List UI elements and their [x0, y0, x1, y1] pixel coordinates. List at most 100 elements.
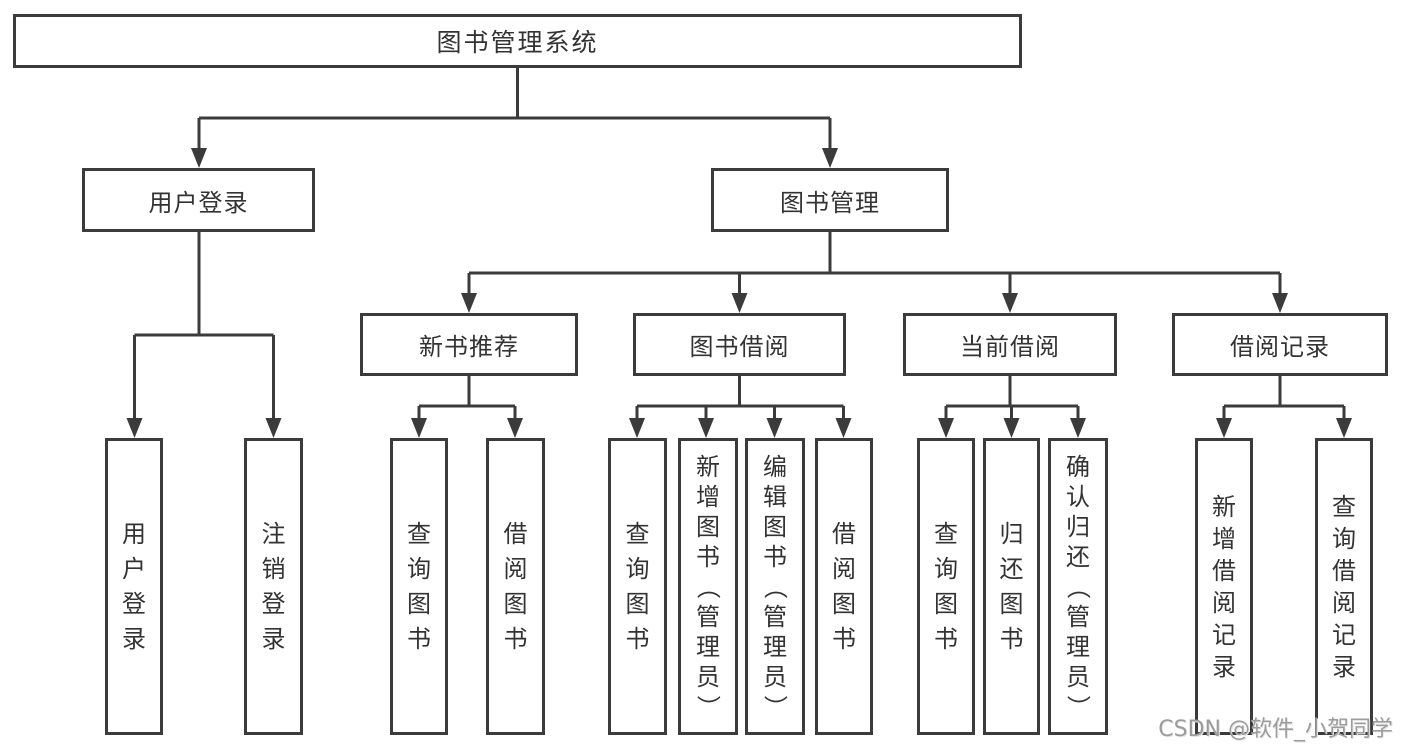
node-new-book-recommend: 新书推荐	[360, 313, 578, 376]
node-borrow-records-label: 借阅记录	[1230, 333, 1330, 361]
arrowhead-icon	[1336, 418, 1352, 438]
arrowhead-icon	[191, 148, 207, 168]
vertical-char: 查	[934, 520, 958, 548]
arrowhead-icon	[1216, 418, 1232, 438]
vertical-char: 书	[832, 625, 856, 653]
vertical-char: 阅	[503, 555, 528, 583]
vertical-char: 借	[1332, 556, 1356, 585]
node-book-borrow-label: 图书借阅	[689, 333, 790, 361]
arrowhead-icon	[698, 418, 714, 438]
vertical-char: 借	[503, 520, 528, 548]
vertical-char: 辑	[763, 482, 787, 511]
node-user-login-label: 用户登录	[148, 188, 249, 217]
arrowhead-icon	[461, 293, 477, 313]
vertical-char: 书	[503, 625, 528, 653]
vertical-char: 理	[763, 632, 787, 661]
vertical-char: 阅	[1332, 588, 1356, 617]
leaf-current-query-book-label: 查询图书	[920, 441, 972, 732]
vertical-char: 书	[625, 625, 650, 653]
vertical-char: 管	[1066, 602, 1090, 631]
leaf-logout: 注销登录	[244, 438, 303, 735]
vertical-char: 员	[696, 662, 720, 691]
vertical-char: ）	[1064, 694, 1092, 719]
vertical-char: 录	[1212, 652, 1236, 681]
node-root: 图书管理系统	[13, 14, 1022, 68]
leaf-add-borrow-record-label: 新增借阅记录	[1198, 441, 1250, 732]
vertical-char: 管	[763, 602, 787, 631]
leaf-add-book-admin: 新增图书（管理员）	[678, 438, 738, 735]
vertical-char: 阅	[1212, 588, 1236, 617]
leaf-add-book-admin-label: 新增图书（管理员）	[681, 441, 735, 732]
vertical-char: 询	[1332, 524, 1356, 553]
arrowhead-icon	[1272, 293, 1288, 313]
leaf-logout-label: 注销登录	[247, 441, 300, 732]
leaf-edit-book-admin-label: 编辑图书（管理员）	[748, 441, 802, 732]
vertical-char: 登	[122, 590, 146, 618]
vertical-char: 录	[1332, 652, 1356, 681]
leaf-return-book-label: 归还图书	[986, 441, 1037, 732]
vertical-char: 查	[407, 520, 431, 548]
vertical-char: 销	[261, 555, 286, 583]
node-book-borrow: 图书借阅	[633, 313, 846, 376]
leaf-borrow-book: 借阅图书	[815, 438, 873, 735]
leaf-borrow-book-label: 借阅图书	[818, 441, 870, 732]
vertical-char: 书	[696, 542, 720, 571]
vertical-char: 图	[625, 590, 650, 618]
vertical-char: 借	[832, 520, 856, 548]
vertical-char: 阅	[832, 555, 856, 583]
arrowhead-icon	[265, 418, 282, 438]
leaf-query-borrow-record-label: 查询借阅记录	[1318, 441, 1370, 732]
vertical-char: 员	[1066, 662, 1090, 691]
arrowhead-icon	[731, 293, 748, 313]
vertical-char: 记	[1332, 620, 1356, 649]
leaf-recommend-query-book: 查询图书	[390, 438, 448, 735]
vertical-char: 录	[122, 625, 146, 653]
arrowhead-icon	[629, 418, 645, 438]
leaf-borrow-query-book: 查询图书	[608, 438, 667, 735]
node-user-login: 用户登录	[82, 168, 315, 232]
leaf-query-borrow-record: 查询借阅记录	[1315, 438, 1373, 735]
vertical-char: 归	[1066, 512, 1090, 541]
vertical-char: （	[1064, 574, 1092, 599]
leaf-current-query-book: 查询图书	[917, 438, 975, 735]
vertical-char: 记	[1212, 620, 1236, 649]
node-book-management-label: 图书管理	[780, 188, 880, 217]
vertical-char: 理	[1066, 632, 1090, 661]
vertical-char: 图	[763, 512, 787, 541]
vertical-char: 询	[934, 555, 958, 583]
vertical-char: 图	[832, 590, 856, 618]
leaf-edit-book-admin: 编辑图书（管理员）	[745, 438, 805, 735]
vertical-char: 用	[122, 520, 146, 548]
vertical-char: 管	[696, 602, 720, 631]
vertical-char: 注	[261, 520, 286, 548]
vertical-char: 新	[1212, 492, 1236, 521]
vertical-char: 书	[999, 625, 1024, 653]
arrowhead-icon	[1003, 418, 1020, 438]
vertical-char: 图	[407, 590, 431, 618]
vertical-char: 登	[261, 590, 286, 618]
leaf-recommend-borrow-book-label: 借阅图书	[489, 441, 542, 732]
vertical-char: 编	[763, 452, 787, 481]
leaf-user-login-label: 用户登录	[108, 441, 160, 732]
node-new-book-recommend-label: 新书推荐	[419, 333, 519, 361]
leaf-confirm-return-admin: 确认归还（管理员）	[1048, 438, 1108, 735]
vertical-char: 录	[261, 625, 286, 653]
node-current-borrow: 当前借阅	[903, 313, 1117, 376]
arrowhead-icon	[938, 418, 954, 438]
vertical-char: 确	[1066, 452, 1090, 481]
node-current-borrow-label: 当前借阅	[960, 333, 1060, 361]
vertical-char: 书	[763, 542, 787, 571]
vertical-char: 借	[1212, 556, 1236, 585]
leaf-recommend-query-book-label: 查询图书	[393, 441, 445, 732]
node-root-label: 图书管理系统	[436, 28, 599, 57]
leaf-return-book: 归还图书	[983, 438, 1040, 735]
leaf-user-login: 用户登录	[105, 438, 163, 735]
vertical-char: 书	[934, 625, 958, 653]
vertical-char: 增	[696, 482, 720, 511]
vertical-char: 增	[1212, 524, 1236, 553]
arrowhead-icon	[411, 418, 427, 438]
vertical-char: 归	[999, 520, 1024, 548]
vertical-char: 户	[122, 555, 146, 583]
